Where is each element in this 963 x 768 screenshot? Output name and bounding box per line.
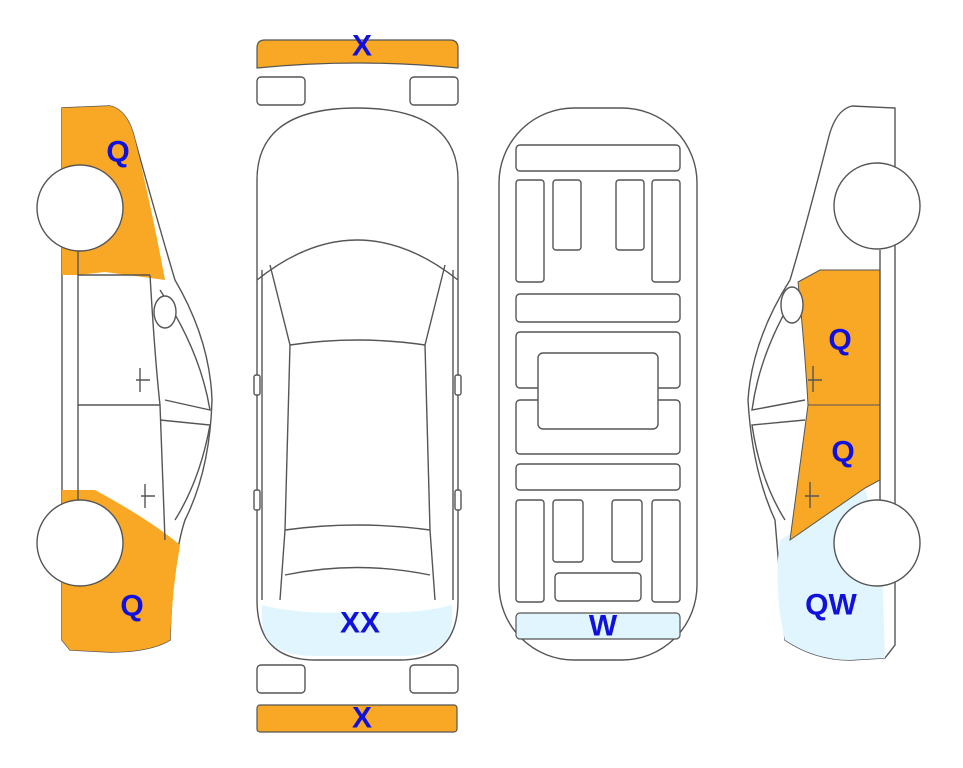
rear-right-taillight <box>409 664 459 694</box>
right-side-handle-rear <box>805 482 819 508</box>
right-rear-wheel <box>833 499 921 587</box>
left-side-handle-front <box>136 368 150 392</box>
interior-rear-left-seat <box>552 499 584 563</box>
top-view-rear-window <box>284 566 431 576</box>
front-bumper-label: X <box>352 30 372 63</box>
left-rear-wheel <box>36 499 124 587</box>
left-front-label: Q <box>106 136 129 169</box>
right-side-window-lower <box>751 419 806 521</box>
interior-view <box>498 107 698 661</box>
right-side-view <box>747 105 921 661</box>
top-view-a-pillar-left <box>269 264 291 601</box>
top-view-roof-rear <box>284 524 431 531</box>
front-right-headlight <box>409 76 459 106</box>
interior-rear-right-seat <box>611 499 643 563</box>
interior-console <box>537 352 659 430</box>
top-view-handle-left <box>253 489 261 511</box>
interior-rear-damage-panel <box>515 612 681 640</box>
rear-left-taillight <box>256 664 306 694</box>
interior-front-bench <box>515 293 681 323</box>
top-view-windshield <box>256 239 459 281</box>
rear-bumper-damage-panel <box>256 704 458 733</box>
right-rear-door-damage-panel <box>789 404 881 542</box>
right-side-handle-front <box>808 366 822 392</box>
interior-rear-label: W <box>589 610 618 643</box>
top-rear-damage-panel <box>262 605 452 656</box>
top-rear-label: XX <box>340 607 380 640</box>
interior-front-right-seat-bolster <box>651 179 681 283</box>
interior-dashboard <box>515 144 681 172</box>
front-bumper-damage-panel <box>256 39 459 69</box>
left-front-wheel <box>36 164 124 252</box>
top-view <box>253 39 462 733</box>
left-side-view <box>36 105 213 653</box>
top-view-body <box>256 107 459 661</box>
interior-front-left-seat <box>552 179 582 251</box>
left-side-mirror <box>153 295 177 329</box>
interior-rear-left-bolster <box>515 499 545 603</box>
front-left-headlight <box>256 76 306 106</box>
top-view-a-pillar-right <box>424 264 446 601</box>
left-side-window-lower <box>159 419 211 521</box>
interior-rear-right-bolster <box>651 499 681 603</box>
top-view-mirror-right <box>454 374 462 396</box>
right-front-wheel <box>833 162 921 250</box>
left-rear-label: Q <box>120 590 143 623</box>
left-side-door-front <box>149 274 166 541</box>
left-side-handle-rear <box>141 484 155 508</box>
top-view-roof-front <box>289 339 426 346</box>
right-front-door-label: Q <box>828 324 851 357</box>
right-rear-label: QW <box>805 589 857 622</box>
top-view-handle-right <box>454 489 462 511</box>
right-rear-door-label: Q <box>831 436 854 469</box>
interior-rear-bench <box>515 463 681 491</box>
interior-rear-shelf <box>554 572 642 602</box>
interior-front-right-seat <box>615 179 645 251</box>
rear-bumper-label: X <box>352 702 372 735</box>
interior-front-left-seat-bolster <box>515 179 545 283</box>
top-view-mirror-left <box>253 374 261 396</box>
right-side-mirror <box>780 286 804 324</box>
